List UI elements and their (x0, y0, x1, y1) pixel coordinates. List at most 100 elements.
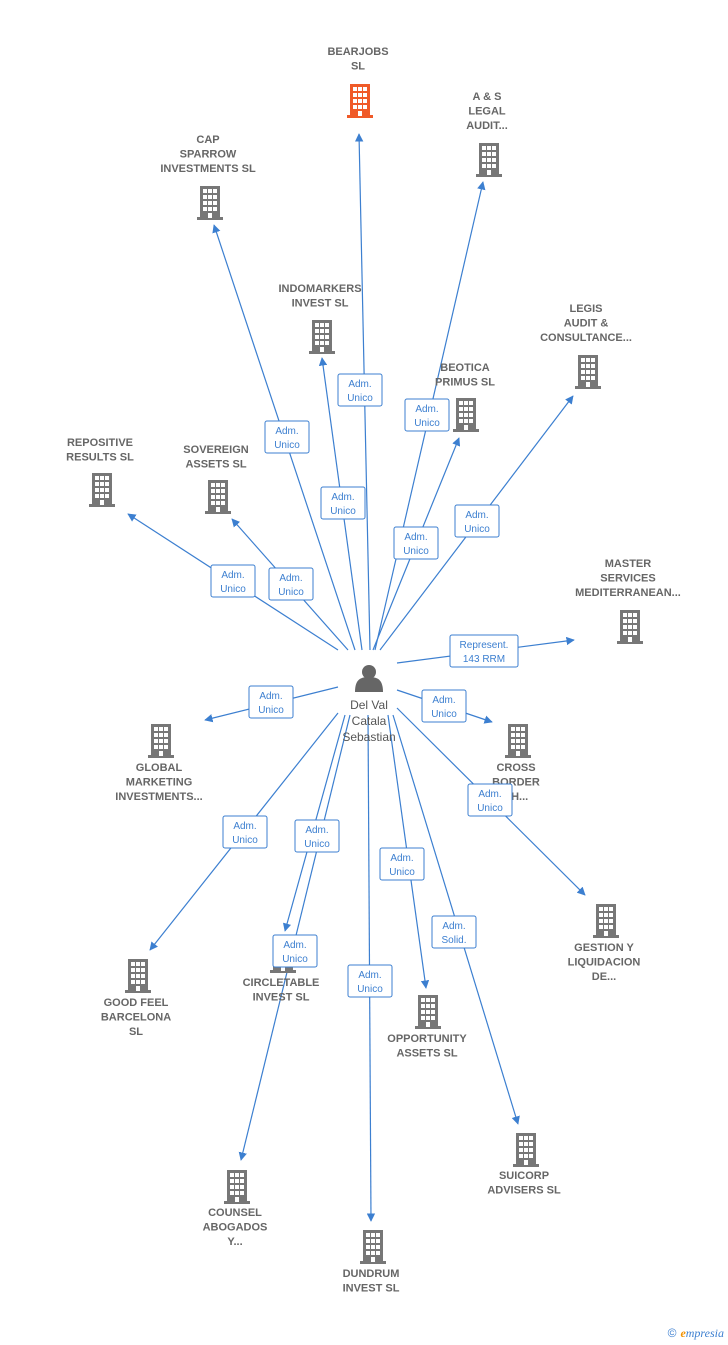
badge-box (272, 934, 318, 968)
company-label-line: GLOBAL (136, 762, 183, 774)
badge-box (337, 373, 383, 407)
company-label-line: MARKETING (126, 777, 193, 789)
company-node-master[interactable]: MASTERSERVICESMEDITERRANEAN... (575, 558, 681, 644)
company-label-line: CONSULTANCE... (540, 332, 632, 344)
badge-box (404, 398, 450, 432)
relation-badge-as-legal[interactable]: Adm.Unico (404, 398, 450, 432)
building-icon (205, 480, 231, 514)
company-label-line: LEGAL (468, 106, 506, 118)
building-icon (309, 320, 335, 354)
relation-badge-master[interactable]: Represent.143 RRM (449, 634, 519, 668)
company-label-line: Y... (227, 1236, 242, 1248)
relation-badge-cross[interactable]: Adm.Unico (421, 689, 467, 723)
badge-box (347, 964, 393, 998)
badge-text: Adm. (348, 379, 371, 390)
badge-text: Unico (330, 506, 356, 517)
person-name-line: Del Val (350, 698, 388, 712)
company-label-line: AUDIT... (466, 120, 508, 132)
footer-brand: ©empresia (668, 1326, 724, 1341)
company-label-line: LIQUIDACION (568, 957, 641, 969)
badge-text: Adm. (478, 789, 501, 800)
company-node-counsel[interactable]: COUNSELABOGADOSY... (203, 1170, 268, 1248)
relation-badge-bearjobs[interactable]: Adm.Unico (337, 373, 383, 407)
relation-badge-cap-sparrow[interactable]: Adm.Unico (264, 420, 310, 454)
company-label-line: SL (351, 61, 365, 73)
company-label-line: CROSS (496, 762, 535, 774)
company-label-line: SPARROW (180, 149, 237, 161)
relation-badge-legis[interactable]: Adm.Unico (454, 504, 500, 538)
company-label-line: REPOSITIVE (67, 437, 133, 449)
company-label-line: INVESTMENTS SL (160, 163, 256, 175)
relation-badge-counsel[interactable]: Adm.Unico (272, 934, 318, 968)
relation-badge-goodfeel[interactable]: Adm.Unico (222, 815, 268, 849)
badge-box (393, 526, 439, 560)
building-icon (415, 995, 441, 1029)
building-icon (197, 186, 223, 220)
company-label-line: RESULTS SL (66, 452, 134, 464)
brand-initial: e (680, 1326, 686, 1340)
relation-badge-sovereign[interactable]: Adm. Unico (268, 567, 314, 601)
company-label-line: OPPORTUNITY (387, 1033, 467, 1045)
building-icon (347, 84, 373, 118)
relation-badge-global[interactable]: Adm.Unico (248, 685, 294, 719)
badge-text: Unico (389, 867, 415, 878)
badge-text: Adm. (305, 825, 328, 836)
badge-text: Adm. (279, 573, 302, 584)
badge-box (264, 420, 310, 454)
badge-text: Unico (477, 803, 503, 814)
badge-text: Adm. (432, 695, 455, 706)
building-icon (593, 904, 619, 938)
company-label-line: CIRCLETABLE (243, 977, 320, 989)
relation-badge-indomarkers[interactable]: Adm.Unico (320, 486, 366, 520)
company-node-gestion[interactable]: GESTION Y LIQUIDACION DE... (568, 904, 641, 983)
relation-badge-gestion[interactable]: Adm. Unico (467, 783, 513, 817)
company-label-line: A & S (473, 91, 502, 103)
company-node-as-legal[interactable]: A & S LEGAL AUDIT... (466, 91, 508, 177)
relation-badge-repositive[interactable]: Adm.Unico (210, 564, 256, 598)
badge-text: Unico (278, 587, 304, 598)
company-label-line: SUICORP (499, 1170, 549, 1182)
company-label-line: SL (129, 1026, 143, 1038)
badge-text: Unico (403, 546, 429, 557)
relation-badge-opportunity[interactable]: Adm.Unico (379, 847, 425, 881)
company-label-line: AUDIT & (564, 318, 609, 330)
badge-box (379, 847, 425, 881)
company-label-line: INDOMARKERS (278, 283, 361, 295)
relation-badge-circletable[interactable]: Adm.Unico (294, 819, 340, 853)
relation-badge-beotica[interactable]: Adm.Unico (393, 526, 439, 560)
badge-box (421, 689, 467, 723)
badge-box (210, 564, 256, 598)
badge-text: Adm. (275, 426, 298, 437)
person-icon-head (362, 665, 376, 679)
company-label-line: CAP (196, 134, 219, 146)
badge-text: Represent. (460, 640, 509, 651)
relation-badge-dundrum[interactable]: Adm.Unico (347, 964, 393, 998)
brand-name: mpresia (685, 1326, 724, 1340)
company-label-line: SERVICES (600, 573, 655, 585)
company-node-repositive[interactable]: REPOSITIVE RESULTS SL (66, 437, 134, 507)
badge-text: Adm. (465, 510, 488, 521)
badge-text: Adm. (259, 691, 282, 702)
badge-box (294, 819, 340, 853)
company-node-cap-sparrow[interactable]: CAP SPARROW INVESTMENTS SL (160, 134, 256, 220)
badge-text: Adm. (358, 970, 381, 981)
badge-text: Solid. (441, 935, 466, 946)
company-label-line: INVEST SL (343, 1283, 400, 1295)
relation-badge-suicorp[interactable]: Adm.Solid. (431, 915, 477, 949)
company-label-line: GESTION Y (574, 942, 634, 954)
company-label-line: DE... (592, 971, 616, 983)
company-label-line: BEOTICA (440, 362, 490, 374)
company-node-global[interactable]: GLOBALMARKETINGINVESTMENTS... (115, 724, 203, 803)
building-icon (453, 398, 479, 432)
